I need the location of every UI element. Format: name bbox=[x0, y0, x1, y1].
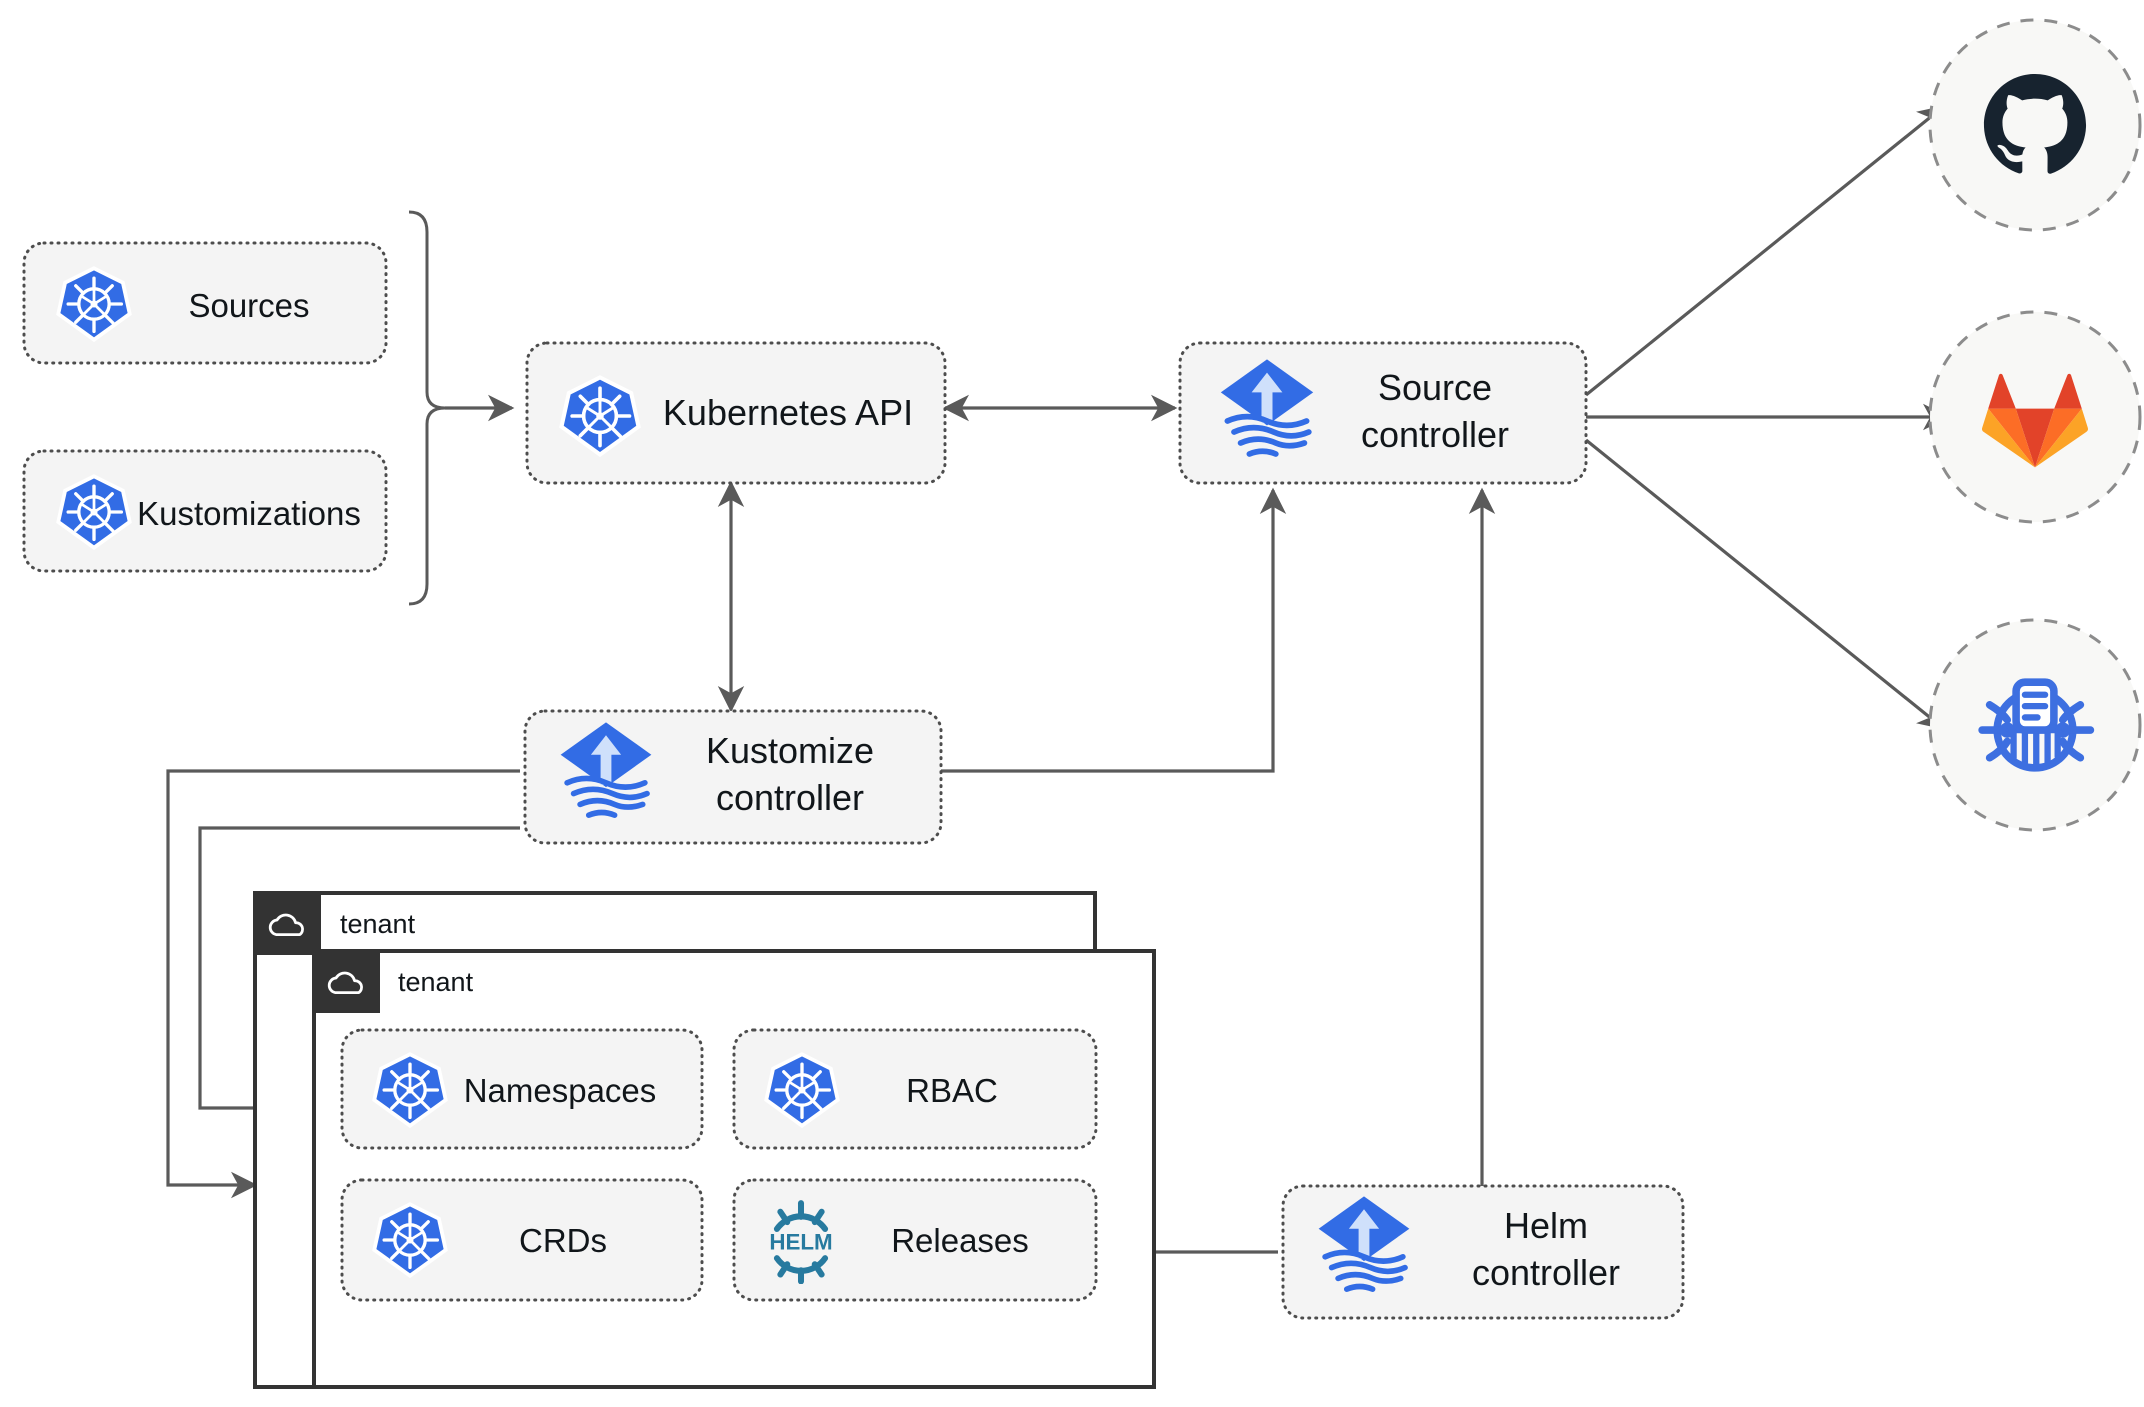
edge-kustomizecontroller-tenant-1 bbox=[166, 769, 520, 1199]
node-namespaces[interactable]: Namespaces bbox=[340, 1028, 704, 1150]
edge-sourcecontroller-bucket bbox=[1584, 438, 1945, 730]
node-label-helm-controller-2: controller bbox=[1472, 1252, 1620, 1293]
node-label-sources: Sources bbox=[188, 287, 309, 324]
node-label-releases: Releases bbox=[891, 1222, 1029, 1259]
node-label-kustomize-controller-2: controller bbox=[716, 777, 864, 818]
node-label-namespaces: Namespaces bbox=[464, 1072, 657, 1109]
node-sources[interactable]: Sources bbox=[22, 241, 388, 365]
node-crds[interactable]: CRDs bbox=[340, 1178, 704, 1302]
node-kustomizations[interactable]: Kustomizations bbox=[22, 449, 388, 573]
tenant-container-2[interactable]: tenant bbox=[312, 949, 1156, 1389]
node-kustomize-controller[interactable]: Kustomize controller bbox=[523, 709, 943, 845]
node-kubernetes-api[interactable]: Kubernetes API bbox=[525, 341, 947, 485]
edge-sourcecontroller-github bbox=[1584, 105, 1945, 397]
node-label-helm-controller-1: Helm bbox=[1504, 1205, 1588, 1246]
node-label-kubernetes-api: Kubernetes API bbox=[663, 392, 913, 433]
provider-gitlab[interactable] bbox=[1928, 310, 2142, 524]
provider-github[interactable] bbox=[1928, 18, 2142, 232]
node-label-kustomize-controller-1: Kustomize bbox=[706, 730, 874, 771]
node-label-kustomizations: Kustomizations bbox=[137, 495, 361, 532]
node-label-crds: CRDs bbox=[519, 1222, 607, 1259]
edge-kustomizecontroller-tenant-2 bbox=[198, 826, 520, 1122]
tenant-label-2: tenant bbox=[398, 967, 474, 997]
node-label-source-controller-1: Source bbox=[1378, 367, 1492, 408]
node-label-source-controller-2: controller bbox=[1361, 414, 1509, 455]
provider-bucket[interactable] bbox=[1928, 618, 2142, 832]
tenant-label-1: tenant bbox=[340, 909, 416, 939]
node-rbac[interactable]: RBAC bbox=[732, 1028, 1098, 1150]
node-label-rbac: RBAC bbox=[906, 1072, 998, 1109]
edge-kustomizecontroller-sourcecontroller bbox=[941, 487, 1287, 773]
node-source-controller[interactable]: Source controller bbox=[1178, 341, 1588, 485]
node-releases[interactable]: Releases bbox=[732, 1178, 1098, 1302]
group-brace bbox=[408, 210, 446, 606]
node-helm-controller[interactable]: Helm controller bbox=[1281, 1184, 1685, 1320]
